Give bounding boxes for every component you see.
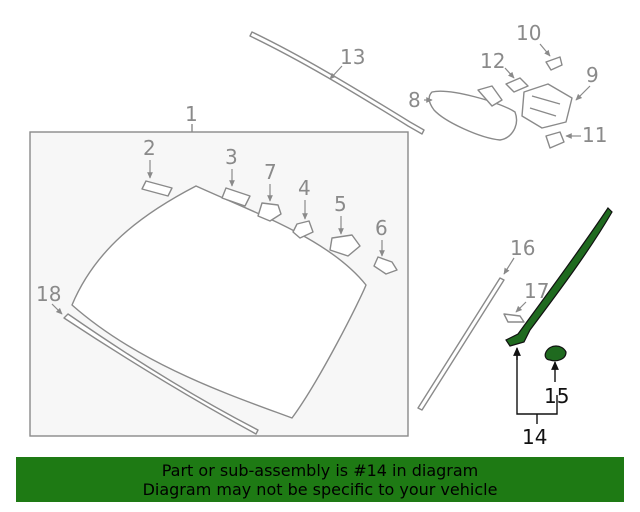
banner-line-1: Part or sub-assembly is #14 in diagram bbox=[161, 460, 479, 480]
part-11 bbox=[545, 131, 565, 149]
parts-diagram: 1 18 2 3 7 4 5 6 13 8 12 10 9 11 bbox=[29, 21, 613, 449]
callout-13: 13 bbox=[340, 45, 365, 69]
callout-18: 18 bbox=[36, 282, 61, 306]
callout-12: 12 bbox=[480, 49, 505, 73]
part-3 bbox=[221, 187, 251, 207]
part-17-clip bbox=[503, 313, 525, 323]
callout-2: 2 bbox=[143, 136, 156, 160]
part-2 bbox=[141, 180, 173, 197]
callout-11: 11 bbox=[582, 123, 607, 147]
part-12 bbox=[505, 77, 529, 93]
callout-3: 3 bbox=[225, 145, 238, 169]
part-15-clip bbox=[544, 345, 567, 362]
part-18-molding bbox=[63, 313, 259, 435]
windshield-glass bbox=[71, 185, 367, 419]
callout-6: 6 bbox=[375, 216, 388, 240]
callout-8: 8 bbox=[408, 88, 421, 112]
callout-1: 1 bbox=[185, 102, 198, 126]
callout-4: 4 bbox=[298, 176, 311, 200]
part-13-top-molding bbox=[249, 31, 425, 135]
part-14-weatherstrip bbox=[505, 207, 613, 347]
banner-line-2: Diagram may not be specific to your vehi… bbox=[142, 479, 498, 499]
part-5 bbox=[329, 234, 361, 257]
callout-9: 9 bbox=[586, 63, 599, 87]
mirror-mount bbox=[477, 85, 503, 107]
callout-16: 16 bbox=[510, 236, 535, 260]
part-4 bbox=[292, 220, 314, 239]
info-banner: Part or sub-assembly is #14 in diagram D… bbox=[16, 457, 624, 502]
part-9-bracket bbox=[521, 83, 573, 129]
part-16-pillar-molding bbox=[417, 277, 505, 411]
callout-7: 7 bbox=[264, 160, 277, 184]
part-10 bbox=[545, 56, 563, 71]
callout-14: 14 bbox=[522, 425, 547, 449]
part-7 bbox=[257, 202, 282, 222]
callout-5: 5 bbox=[334, 192, 347, 216]
part-8-mirror bbox=[428, 90, 518, 141]
part-6 bbox=[373, 256, 398, 275]
callout-10: 10 bbox=[516, 21, 541, 45]
